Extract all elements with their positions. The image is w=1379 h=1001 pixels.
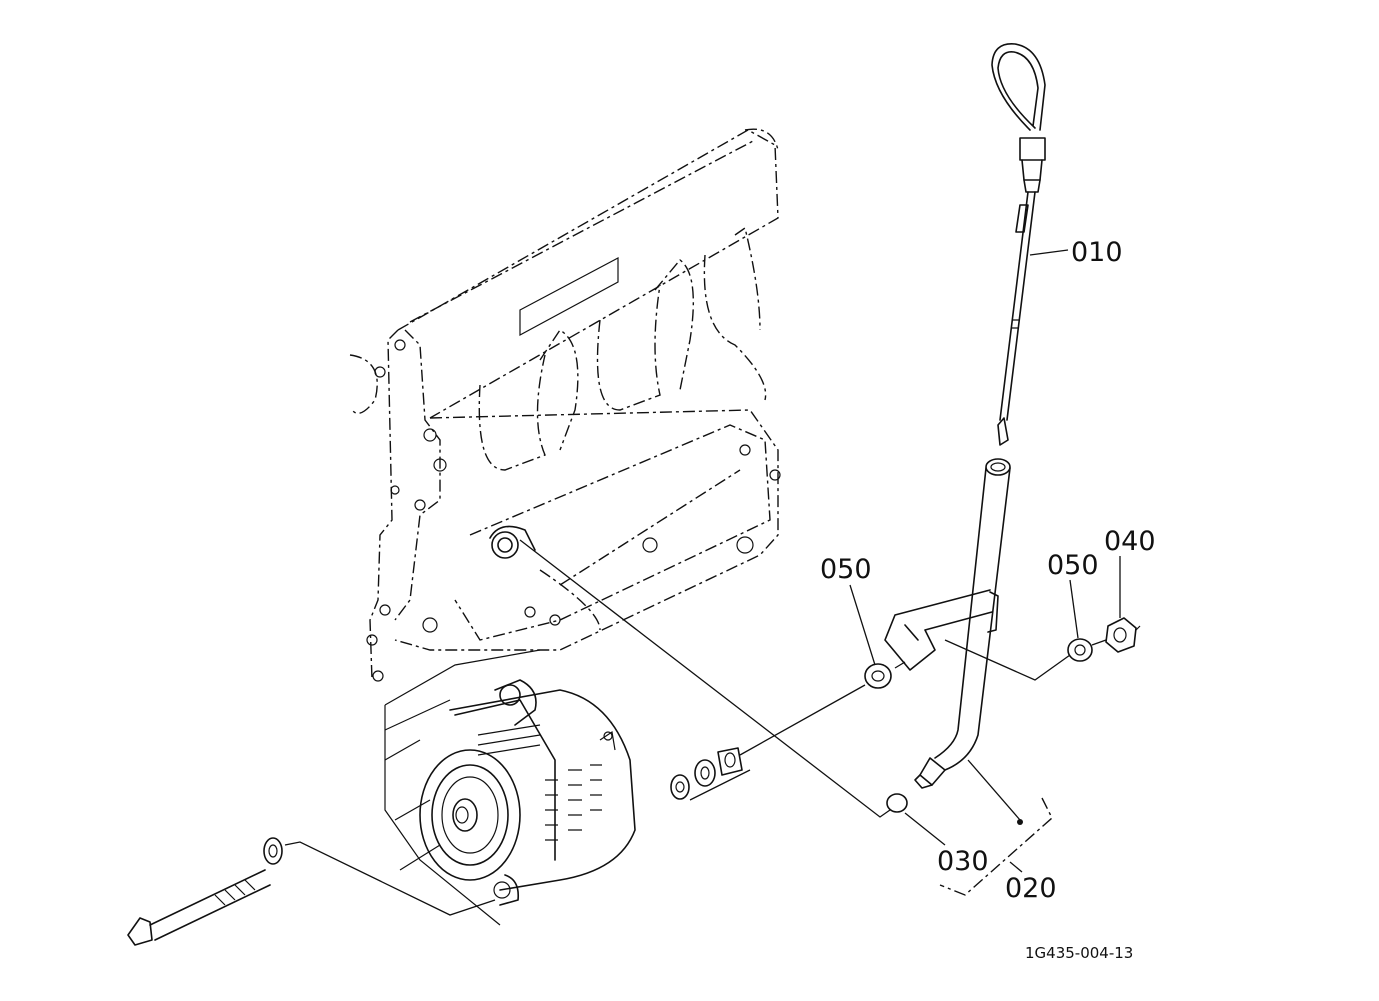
callout-010: 010 <box>1071 237 1123 268</box>
alternator <box>384 649 636 926</box>
callout-040: 040 <box>1104 526 1156 557</box>
callout-050-left: 050 <box>820 554 872 585</box>
callout-050-right: 050 <box>1047 550 1099 581</box>
leader-lines <box>284 249 1121 916</box>
engine-block-outline <box>349 128 781 682</box>
dipstick-guide-tube <box>884 458 1011 789</box>
dipstick <box>991 43 1046 446</box>
mounting-hardware <box>127 617 1141 946</box>
drawing-id: 1G435-004-13 <box>1025 944 1133 962</box>
callout-020: 020 <box>1005 873 1057 904</box>
callout-030: 030 <box>937 846 989 877</box>
